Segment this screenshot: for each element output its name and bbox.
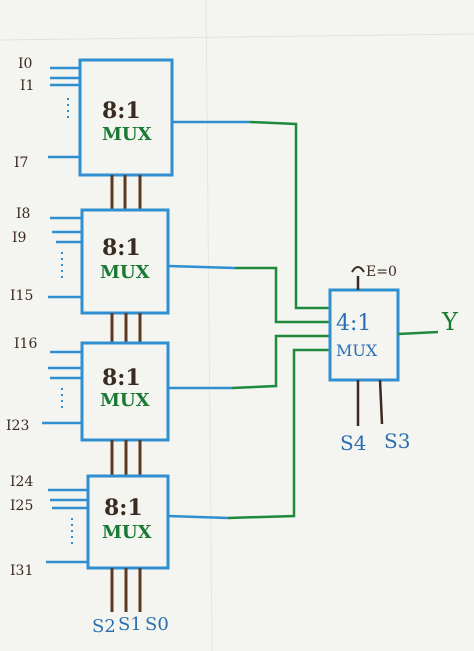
mux8-block-3: 8:1 MUX I16 I23 (6, 336, 170, 442)
select-bus (110, 440, 142, 476)
select-label-s3: S3 (384, 429, 410, 453)
input-label: I15 (10, 288, 33, 304)
mux-label-ratio: 8:1 (104, 495, 143, 521)
select-bus (110, 313, 142, 343)
mux4-box (328, 288, 400, 382)
mux-label-name: MUX (102, 124, 152, 145)
wire-mux2-to-mux4 (167, 264, 330, 324)
input-label: I31 (10, 563, 33, 579)
enable-label: E=0 (366, 264, 397, 280)
input-label: I8 (16, 206, 30, 222)
input-label: I25 (10, 498, 33, 514)
mux8-block-2: 8:1 MUX I8 I9 I15 (10, 206, 170, 315)
mux8-box (86, 474, 170, 570)
select-label-s2: S2 (92, 616, 116, 637)
mux-label-name: MUX (336, 341, 378, 360)
mux-label-ratio: 4:1 (336, 311, 371, 336)
wire-mux3-to-mux4 (168, 334, 330, 390)
select-label-s1: S1 (118, 614, 142, 635)
select-bus-bottom (110, 568, 142, 612)
select-bus (110, 175, 142, 210)
mux8-block-1: 8:1 MUX I0 I1 I7 (14, 56, 174, 177)
mux-label-name: MUX (102, 522, 152, 543)
paper-fold-line (0, 33, 474, 41)
mux-label-name: MUX (100, 390, 150, 411)
input-label: I9 (12, 230, 26, 246)
wire-mux4-to-mux4 (167, 348, 330, 520)
enable-bubble (351, 266, 365, 273)
input-label: I0 (18, 56, 32, 72)
select-label-s4: S4 (340, 431, 366, 455)
mux-label-ratio: 8:1 (102, 235, 141, 261)
input-label: I7 (14, 155, 28, 171)
output-line (397, 330, 439, 336)
input-label: I1 (20, 78, 34, 94)
wire-mux1-to-mux4 (172, 120, 330, 310)
output-label: Y (441, 308, 459, 336)
mux-label-name: MUX (100, 262, 150, 283)
select-label-s0: S0 (145, 614, 169, 635)
mux-label-ratio: 8:1 (102, 365, 141, 391)
paper-fold-line (205, 0, 213, 651)
input-label: I24 (10, 474, 33, 490)
select-line-s3 (378, 379, 384, 425)
input-label: I23 (6, 418, 29, 434)
input-label: I16 (14, 336, 37, 352)
mux-label-ratio: 8:1 (102, 98, 141, 124)
mux4-block: 4:1 MUX E=0 Y S4 S3 (328, 264, 459, 455)
mux8-block-4: 8:1 MUX I24 I25 I31 (10, 474, 170, 579)
